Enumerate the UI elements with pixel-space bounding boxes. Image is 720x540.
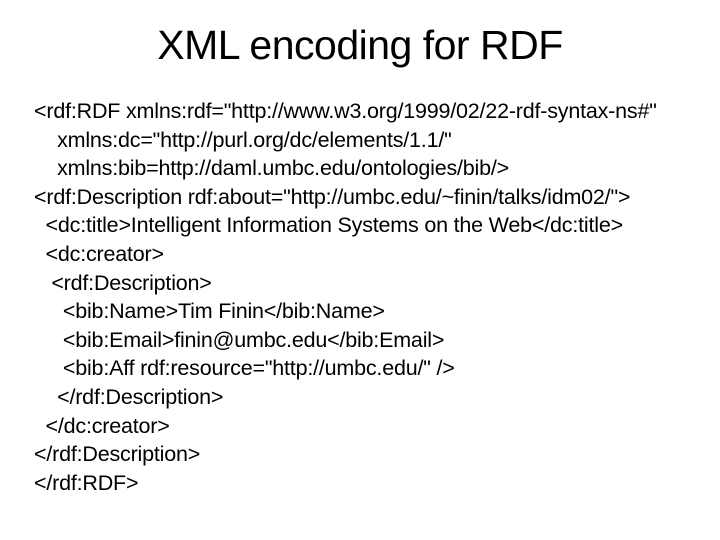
code-line: </dc:creator> bbox=[34, 413, 170, 438]
code-block: <rdf:RDF xmlns:rdf="http://www.w3.org/19… bbox=[34, 97, 714, 497]
code-line: <rdf:Description rdf:about="http://umbc.… bbox=[34, 184, 631, 209]
code-line: <bib:Email>finin@umbc.edu</bib:Email> bbox=[34, 327, 445, 352]
code-line: xmlns:dc="http://purl.org/dc/elements/1.… bbox=[34, 127, 452, 152]
code-line: <rdf:Description> bbox=[34, 270, 212, 295]
code-line: <bib:Name>Tim Finin</bib:Name> bbox=[34, 299, 385, 324]
code-line: <dc:creator> bbox=[34, 241, 165, 266]
code-line: <rdf:RDF xmlns:rdf="http://www.w3.org/19… bbox=[34, 99, 657, 123]
code-line: </rdf:Description> bbox=[34, 384, 224, 409]
code-line: <bib:Aff rdf:resource="http://umbc.edu/"… bbox=[34, 356, 455, 381]
code-line: </rdf:Description> bbox=[34, 442, 201, 467]
code-line: </rdf:RDF> bbox=[34, 470, 139, 495]
code-line: <dc:title>Intelligent Information System… bbox=[34, 213, 624, 238]
slide-title: XML encoding for RDF bbox=[157, 22, 563, 68]
code-line: xmlns:bib=http://daml.umbc.edu/ontologie… bbox=[34, 156, 510, 181]
